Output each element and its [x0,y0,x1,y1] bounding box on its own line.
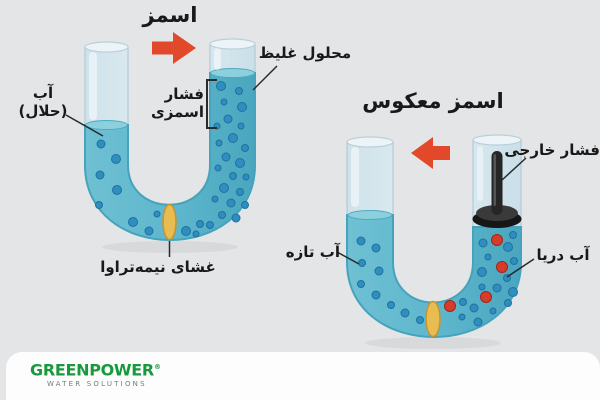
brand-text: GREENPOWER [30,360,154,380]
external-pressure-label: فشار خارجی [504,141,600,159]
fresh-water-leader [336,251,360,265]
brand-logo: GREENPOWER® WATER SOLUTIONS [30,358,161,389]
reverse-osmosis-u-tube [346,134,522,338]
glass-sheen [351,147,359,207]
solvent-water-line2: (حلال) [18,102,68,120]
solvent-water-label: آب (حلال) [16,84,70,120]
osmosis-title: اسمز [142,3,198,27]
water-surface-right [210,68,255,78]
reverse-osmosis-direction-arrow-icon [411,137,450,169]
solvent-leader [65,114,104,137]
concentrated-leader [252,65,278,91]
plunger [472,151,522,228]
salt-particles [444,234,508,312]
osmotic-pressure-line2: اسمزی [150,103,204,121]
water-surface-left [347,210,393,220]
water-surface-left [85,120,128,130]
solute-particles [95,81,250,238]
tube-rim [84,41,129,53]
glass-sheen [89,52,97,120]
osmotic-pressure-label: فشار اسمزی [146,85,204,121]
external-pressure-leader [501,157,527,181]
registered-trademark-icon: ® [153,363,161,371]
membrane [425,300,441,338]
brand-name: GREENPOWER® [30,358,161,379]
concentrated-solution-label: محلول غلیظ [258,44,352,62]
glass-sheen [214,48,221,70]
solute-particles [356,231,518,327]
reverse-osmosis-title: اسمز معکوس [362,89,504,113]
sea-water-label: آب دریا [536,246,590,264]
sea-water-leader [506,258,535,278]
osmotic-pressure-bracket [206,79,217,129]
fresh-water-label: آب تازه [285,243,340,261]
tube-rim [346,136,394,148]
membrane [162,203,177,241]
footer-bar: GREENPOWER® WATER SOLUTIONS [6,352,600,400]
osmotic-pressure-line1: فشار [164,85,204,103]
right-tube-shadow [365,337,501,349]
osmosis-direction-arrow-icon [152,32,196,64]
tube-rim [209,38,256,50]
solvent-water-line1: آب [32,84,54,102]
osmosis-u-tube [84,38,256,241]
glass-sheen [477,146,483,201]
brand-tagline: WATER SOLUTIONS [47,380,147,389]
membrane-label: غشای نیمه‌تراوا [100,258,216,276]
tube-rim [472,134,522,146]
leader-lines [65,65,535,278]
